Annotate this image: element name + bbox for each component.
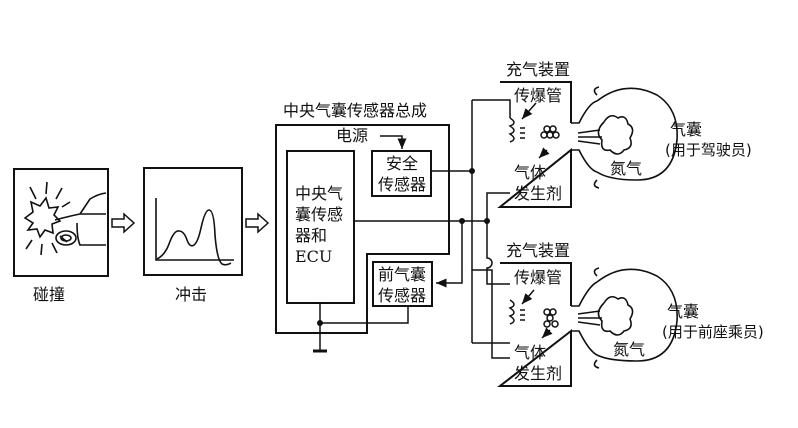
airbag-1 [571, 86, 678, 189]
inflator-1-internals [508, 102, 560, 159]
nitrogen-2-label: 氮气 [613, 340, 646, 359]
impact-graph [155, 198, 234, 266]
gas-generator-1-label: 气体 发生剂 [514, 163, 563, 203]
safety-sensor-box [371, 150, 432, 197]
airbag-2-subtitle: (用于前座乘员) [662, 323, 764, 341]
impact-box [143, 167, 243, 276]
collision-icon [23, 181, 107, 256]
front-sensor-box [372, 261, 433, 307]
wiring [313, 99, 511, 359]
collision-label: 碰撞 [33, 285, 66, 304]
inflator-2-box [497, 262, 572, 387]
flow-arrow-1 [111, 212, 136, 234]
nitrogen-1-label: 氮气 [610, 159, 643, 178]
safety-sensor-label: 安全 传感器 [378, 154, 427, 194]
flow-arrow-2 [245, 212, 270, 234]
sensor-assembly-outline [275, 124, 450, 334]
power-arrow [380, 135, 407, 149]
inflator-1-label: 充气装置 [506, 60, 571, 79]
ecu-label: 中央气 囊传感 器和 ECU [295, 184, 344, 266]
detonator-2-label: 传爆管 [514, 268, 563, 287]
airbag-1-subtitle: (用于驾驶员) [665, 141, 752, 159]
power-label: 电源 [336, 126, 369, 145]
inflator-2-label: 充气装置 [506, 241, 571, 260]
airbag-1-title: 气囊 [670, 120, 703, 139]
sensor-assembly-label: 中央气囊传感器总成 [283, 101, 428, 120]
gas-generator-2-label: 气体 发生剂 [514, 343, 563, 383]
impact-label: 冲击 [175, 285, 208, 304]
airbag-2 [571, 267, 678, 369]
detonator-1-label: 传爆管 [514, 86, 563, 105]
collision-box [13, 168, 109, 277]
inflator-1-box [497, 81, 572, 208]
front-sensor-label: 前气囊 传感器 [378, 265, 427, 305]
inflator-2-internals [508, 289, 559, 339]
junction-dots [317, 168, 490, 326]
airbag-2-title: 气囊 [667, 302, 700, 321]
